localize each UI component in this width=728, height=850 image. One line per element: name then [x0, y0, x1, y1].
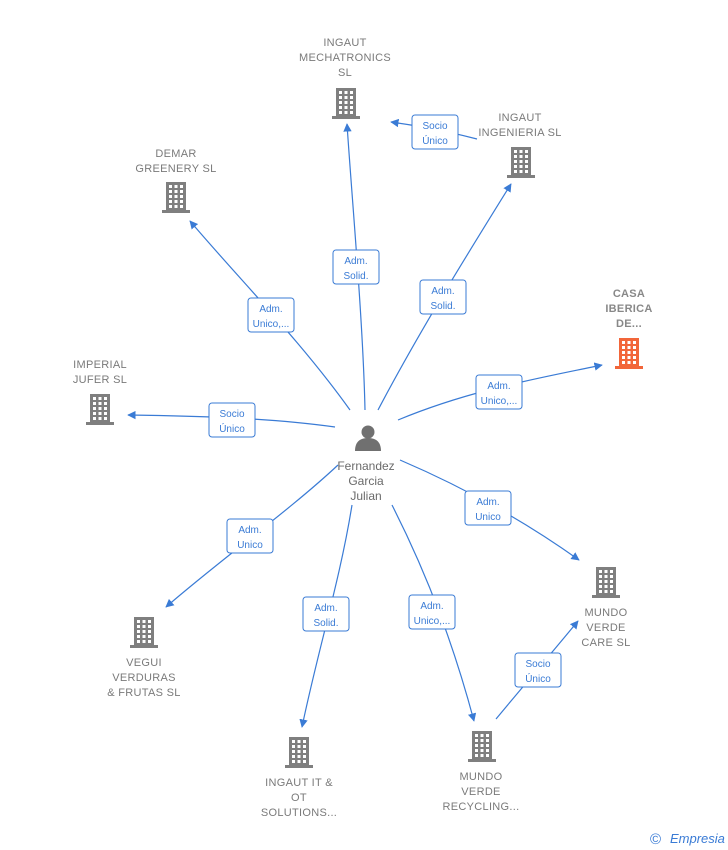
company-node-casa-iberica[interactable]: CASA IBERICA DE...	[605, 288, 652, 369]
edge-label[interactable]: Adm. Unico,...	[408, 594, 456, 630]
company-name-line: JUFER SL	[73, 374, 127, 386]
company-name-line: DE...	[616, 318, 642, 330]
edge-label-line: Socio	[525, 659, 550, 670]
edge-label-box	[208, 402, 256, 438]
person-name-line: Garcia	[348, 474, 384, 488]
building-icon	[592, 567, 620, 598]
company-node-mundo-verde-care[interactable]: MUNDO VERDE CARE SL	[581, 567, 630, 649]
edge-label-line: Unico,...	[414, 616, 451, 627]
brand-watermark: © Empresia	[650, 831, 725, 848]
edge-label[interactable]: Adm. Solid.	[332, 249, 380, 285]
edge-label[interactable]: Adm. Solid.	[302, 596, 350, 632]
company-name-line: IMPERIAL	[73, 359, 127, 371]
edge-label[interactable]: Adm. Unico,...	[247, 297, 295, 333]
edge-label-box	[419, 279, 467, 315]
company-name-line: INGAUT IT &	[265, 777, 333, 789]
edge-label-line: Unico	[237, 540, 263, 551]
company-name-line: GREENERY SL	[135, 163, 216, 175]
edge-label-line: Adm.	[344, 256, 367, 267]
copyright-symbol: ©	[650, 831, 661, 848]
edge-label-box	[302, 596, 350, 632]
company-name-line: IBERICA	[605, 303, 652, 315]
building-icon	[507, 147, 535, 178]
edge-label-line: Solid.	[343, 271, 368, 282]
edge-label[interactable]: Adm. Unico,...	[475, 374, 523, 410]
person-icon	[355, 425, 381, 451]
company-name-line: MECHATRONICS	[299, 52, 391, 64]
company-node-vegui-verduras[interactable]: VEGUI VERDURAS & FRUTAS SL	[107, 617, 180, 699]
edge-label-box	[332, 249, 380, 285]
edge-label-line: Solid.	[430, 301, 455, 312]
company-name-line: CARE SL	[581, 637, 630, 649]
edge-labels-layer: Adm. Solid. Adm. Solid. Adm. Unico,... Adm. Uni…	[208, 114, 562, 688]
edge-label-line: Adm.	[420, 601, 443, 612]
edge-label-line: Adm.	[431, 286, 454, 297]
edge-label-line: Adm.	[476, 497, 499, 508]
building-icon	[162, 182, 190, 213]
company-name-line: CASA	[613, 288, 645, 300]
building-icon	[285, 737, 313, 768]
edge-label-line: Unico	[475, 512, 501, 523]
edge-label-line: Adm.	[238, 525, 261, 536]
company-node-ingaut-ingenieria[interactable]: INGAUT INGENIERIA SL	[478, 112, 561, 178]
company-name-line: & FRUTAS SL	[107, 687, 180, 699]
building-icon	[130, 617, 158, 648]
company-name-line: VEGUI	[126, 657, 162, 669]
edge-label-line: Adm.	[314, 603, 337, 614]
edge-label[interactable]: Adm. Solid.	[419, 279, 467, 315]
brand-name: Empresia	[670, 831, 725, 846]
company-node-demar-greenery[interactable]: DEMAR GREENERY SL	[135, 148, 216, 213]
company-name-line: SL	[338, 67, 352, 79]
company-node-ingaut-mechatronics[interactable]: INGAUT MECHATRONICS SL	[299, 37, 391, 119]
building-icon	[615, 338, 643, 369]
edge-label-line: Unico,...	[253, 319, 290, 330]
edge-label-line: Único	[422, 134, 448, 147]
person-name-line: Julian	[350, 489, 381, 503]
company-name-line: MUNDO	[459, 771, 502, 783]
edge-label[interactable]: Adm. Unico	[226, 518, 274, 554]
edge-label-line: Adm.	[259, 304, 282, 315]
person-name-line: Fernandez	[337, 459, 394, 473]
building-icon	[86, 394, 114, 425]
company-name-line: INGENIERIA SL	[478, 127, 561, 139]
company-name-line: VERDE	[461, 786, 500, 798]
edge-label-box	[247, 297, 295, 333]
edge-label-line: Socio	[219, 409, 244, 420]
edge-label-box	[464, 490, 512, 526]
nodes-layer: INGAUT MECHATRONICS SL INGAUT INGENIERIA SL D…	[73, 37, 653, 819]
edge-label-line: Solid.	[313, 618, 338, 629]
edge-label-box	[411, 114, 459, 150]
company-name-line: INGAUT	[323, 37, 366, 49]
edge-label-line: Único	[219, 422, 245, 435]
edge-label-box	[226, 518, 274, 554]
company-name-line: MUNDO	[584, 607, 627, 619]
building-icon	[468, 731, 496, 762]
edge-label-line: Adm.	[487, 381, 510, 392]
company-node-imperial-jufer[interactable]: IMPERIAL JUFER SL	[73, 359, 127, 425]
company-name-line: RECYCLING...	[443, 801, 520, 813]
company-node-ingaut-it-ot[interactable]: INGAUT IT & OT SOLUTIONS...	[261, 737, 337, 819]
company-name-line: SOLUTIONS...	[261, 807, 337, 819]
edge-label-line: Socio	[422, 121, 447, 132]
company-node-mundo-verde-recycling[interactable]: MUNDO VERDE RECYCLING...	[443, 731, 520, 813]
building-icon	[332, 88, 360, 119]
edges-layer	[127, 118, 603, 728]
edge-label-line: Unico,...	[481, 396, 518, 407]
company-name-line: DEMAR	[155, 148, 196, 160]
edge-label-box	[475, 374, 523, 410]
company-name-line: OT	[291, 792, 307, 804]
company-name-line: VERDURAS	[112, 672, 176, 684]
edge-label[interactable]: Adm. Unico	[464, 490, 512, 526]
edge-label-box	[514, 652, 562, 688]
company-name-line: VERDE	[586, 622, 625, 634]
edge-label-box	[408, 594, 456, 630]
edge-label-line: Único	[525, 672, 551, 685]
company-name-line: INGAUT	[498, 112, 541, 124]
